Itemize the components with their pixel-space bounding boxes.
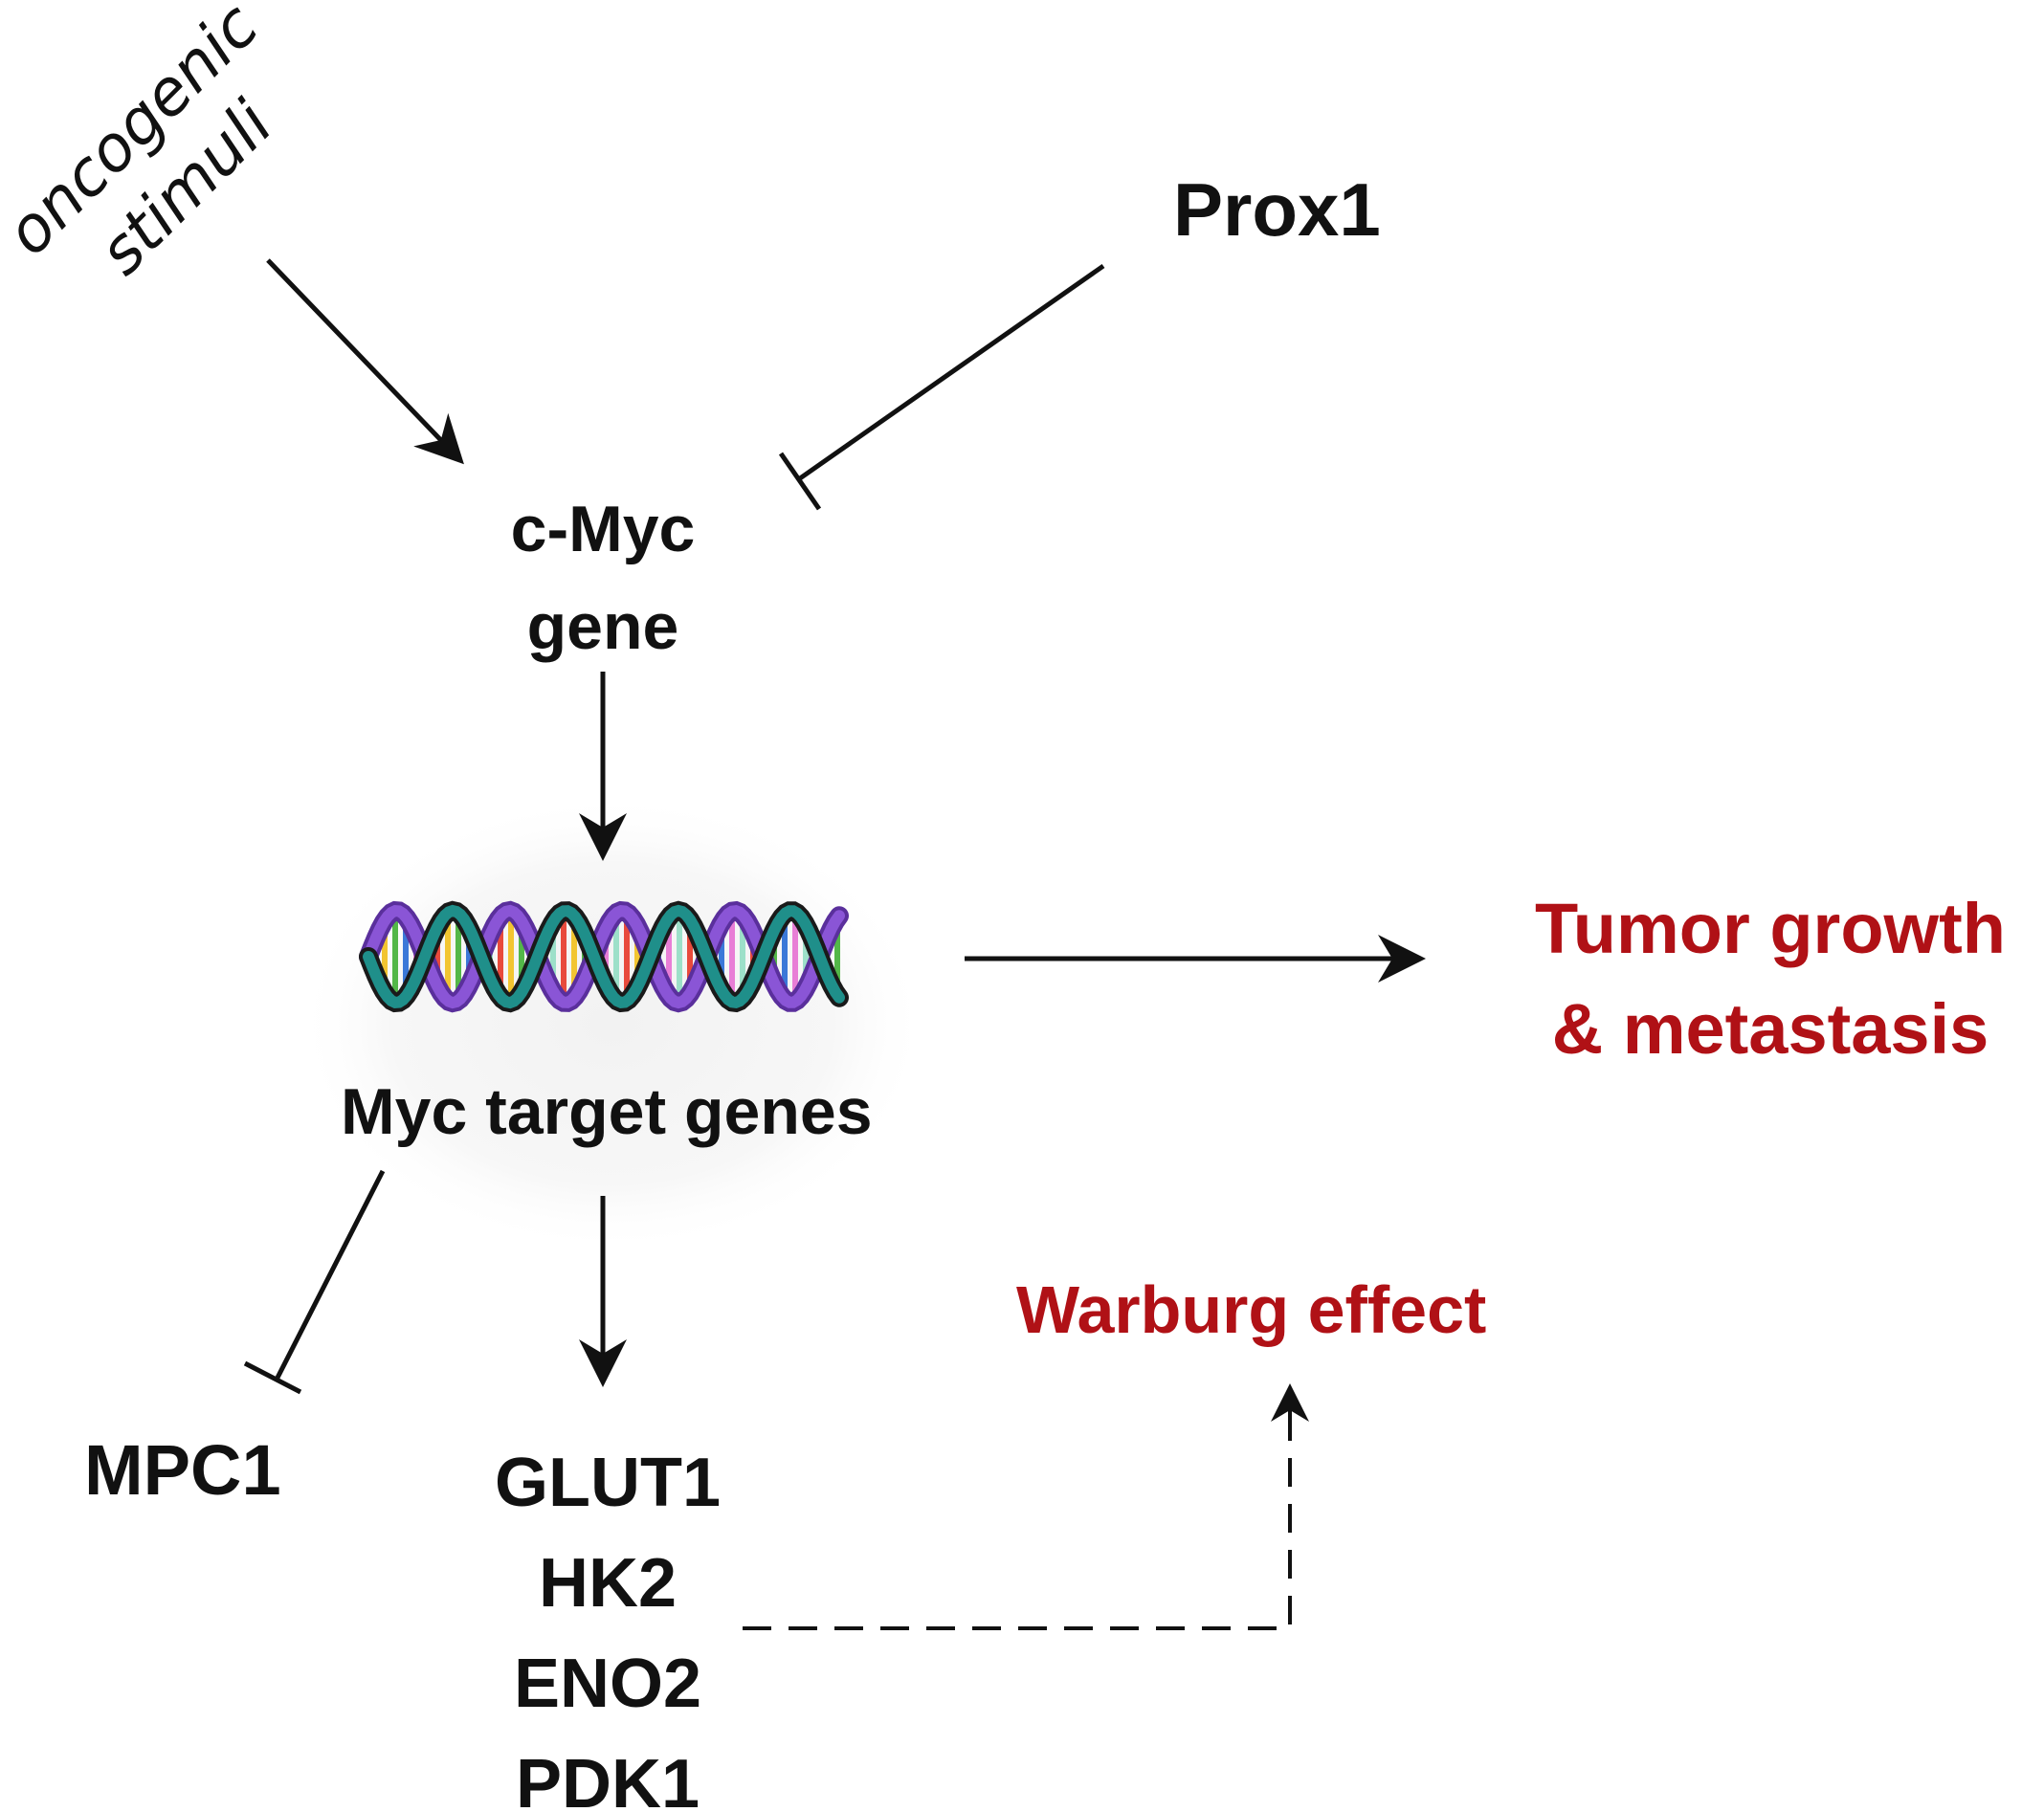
edge-glycolysis-to-warburg <box>743 1383 1309 1630</box>
edge-prox1-inhibits-cmyc <box>778 263 1105 511</box>
edge-stimuli-to-cmyc <box>266 258 464 465</box>
tumor-growth-line-2: & metastasis <box>1551 989 1989 1070</box>
edge-targets-inhibit-mpc1 <box>243 1169 386 1395</box>
myc-target-genes-label: Myc target genes <box>341 1075 873 1148</box>
tumor-growth-label: Tumor growth & metastasis <box>1522 878 2019 1079</box>
prox1-label: Prox1 <box>1173 167 1381 252</box>
cmyc-gene-line-1: c-Myc <box>510 493 696 565</box>
dna-helix-icon <box>359 900 849 1013</box>
tumor-growth-line-1: Tumor growth <box>1535 889 2006 968</box>
cmyc-gene-line-2: gene <box>526 590 679 663</box>
dna-glow <box>297 794 928 1253</box>
glycolysis-genes-list: GLUT1 HK2 ENO2 PDK1 <box>450 1433 766 1812</box>
gene-eno2: ENO2 <box>513 1646 702 1723</box>
warburg-effect-label: Warburg effect <box>1016 1272 1487 1347</box>
gene-glut1: GLUT1 <box>494 1445 721 1521</box>
gene-pdk1: PDK1 <box>515 1746 700 1812</box>
mpc1-label: MPC1 <box>84 1430 281 1510</box>
gene-hk2: HK2 <box>538 1545 678 1623</box>
dna-strand <box>363 904 845 1009</box>
cmyc-gene-label: c-Myc gene <box>450 480 756 675</box>
